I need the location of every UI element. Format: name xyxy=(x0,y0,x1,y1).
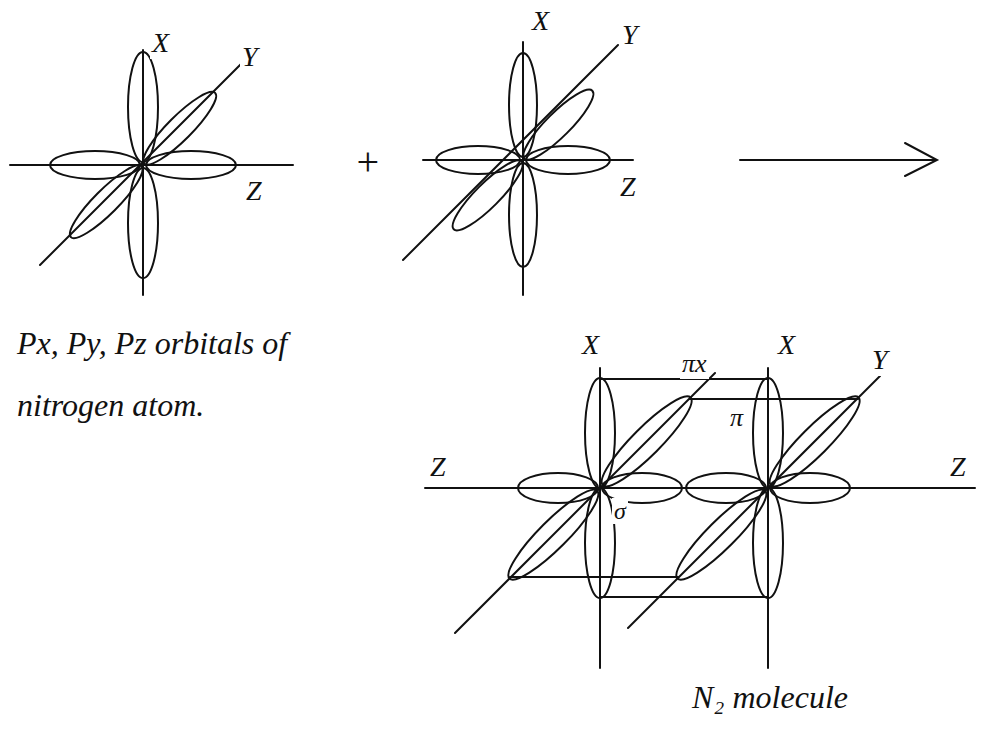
pi-overlap-line xyxy=(690,398,858,400)
molecule-caption: N₂ molecule xyxy=(690,680,850,715)
pz-lobe xyxy=(146,151,236,179)
axis-label: Y xyxy=(240,42,260,73)
z-axis xyxy=(425,487,975,489)
axis-label: Z xyxy=(428,452,448,483)
axis-label: X xyxy=(776,330,797,361)
px-lobe xyxy=(128,168,158,278)
px-lobe xyxy=(753,378,783,488)
py-lobe xyxy=(136,84,224,172)
px-lobe xyxy=(509,53,537,157)
pi-overlap-line xyxy=(600,596,768,598)
y-axis xyxy=(455,373,715,633)
axis-label: X xyxy=(530,6,551,37)
px-lobe xyxy=(585,488,615,598)
axis-label: X xyxy=(580,330,601,361)
pi-bond-label: πx xyxy=(680,350,709,379)
pi-overlap-line xyxy=(510,576,678,578)
axis-label: Y xyxy=(620,20,640,51)
py-lobe xyxy=(500,481,607,588)
pz-lobe xyxy=(686,473,766,503)
axis-label: Y xyxy=(870,345,890,376)
pz-lobe xyxy=(518,473,598,503)
px-lobe xyxy=(509,163,537,267)
reaction-arrow xyxy=(740,159,935,161)
py-lobe xyxy=(62,158,150,246)
px-lobe xyxy=(585,378,615,488)
x-axis xyxy=(599,368,601,668)
pz-lobe xyxy=(770,473,850,503)
pz-lobe xyxy=(526,146,610,174)
axis-label: Z xyxy=(948,452,968,483)
y-axis xyxy=(40,62,243,265)
y-axis xyxy=(403,45,618,260)
x-axis xyxy=(767,368,769,668)
py-lobe xyxy=(668,481,775,588)
plus-sign: + xyxy=(352,140,383,184)
pz-lobe xyxy=(436,146,520,174)
y-axis xyxy=(628,376,880,628)
axis-label: X xyxy=(150,28,171,59)
axis-label: Z xyxy=(618,172,638,203)
pi-bond-label: π xyxy=(728,404,745,433)
px-lobe xyxy=(753,488,783,598)
py-lobe xyxy=(593,388,700,495)
py-lobe xyxy=(445,153,530,238)
pz-lobe xyxy=(50,151,140,179)
orbital-caption: Px, Py, Pz orbitals of nitrogen atom. xyxy=(15,312,354,437)
py-lobe xyxy=(516,82,601,167)
axis-label: Z xyxy=(244,176,264,207)
n2-molecule xyxy=(425,368,975,668)
sigma-bond-label: σ xyxy=(612,498,628,524)
arrow-head xyxy=(905,143,937,176)
px-lobe xyxy=(128,52,158,162)
p-orbital-set xyxy=(10,50,293,295)
py-lobe xyxy=(761,388,868,495)
p-orbital-set xyxy=(403,42,633,295)
